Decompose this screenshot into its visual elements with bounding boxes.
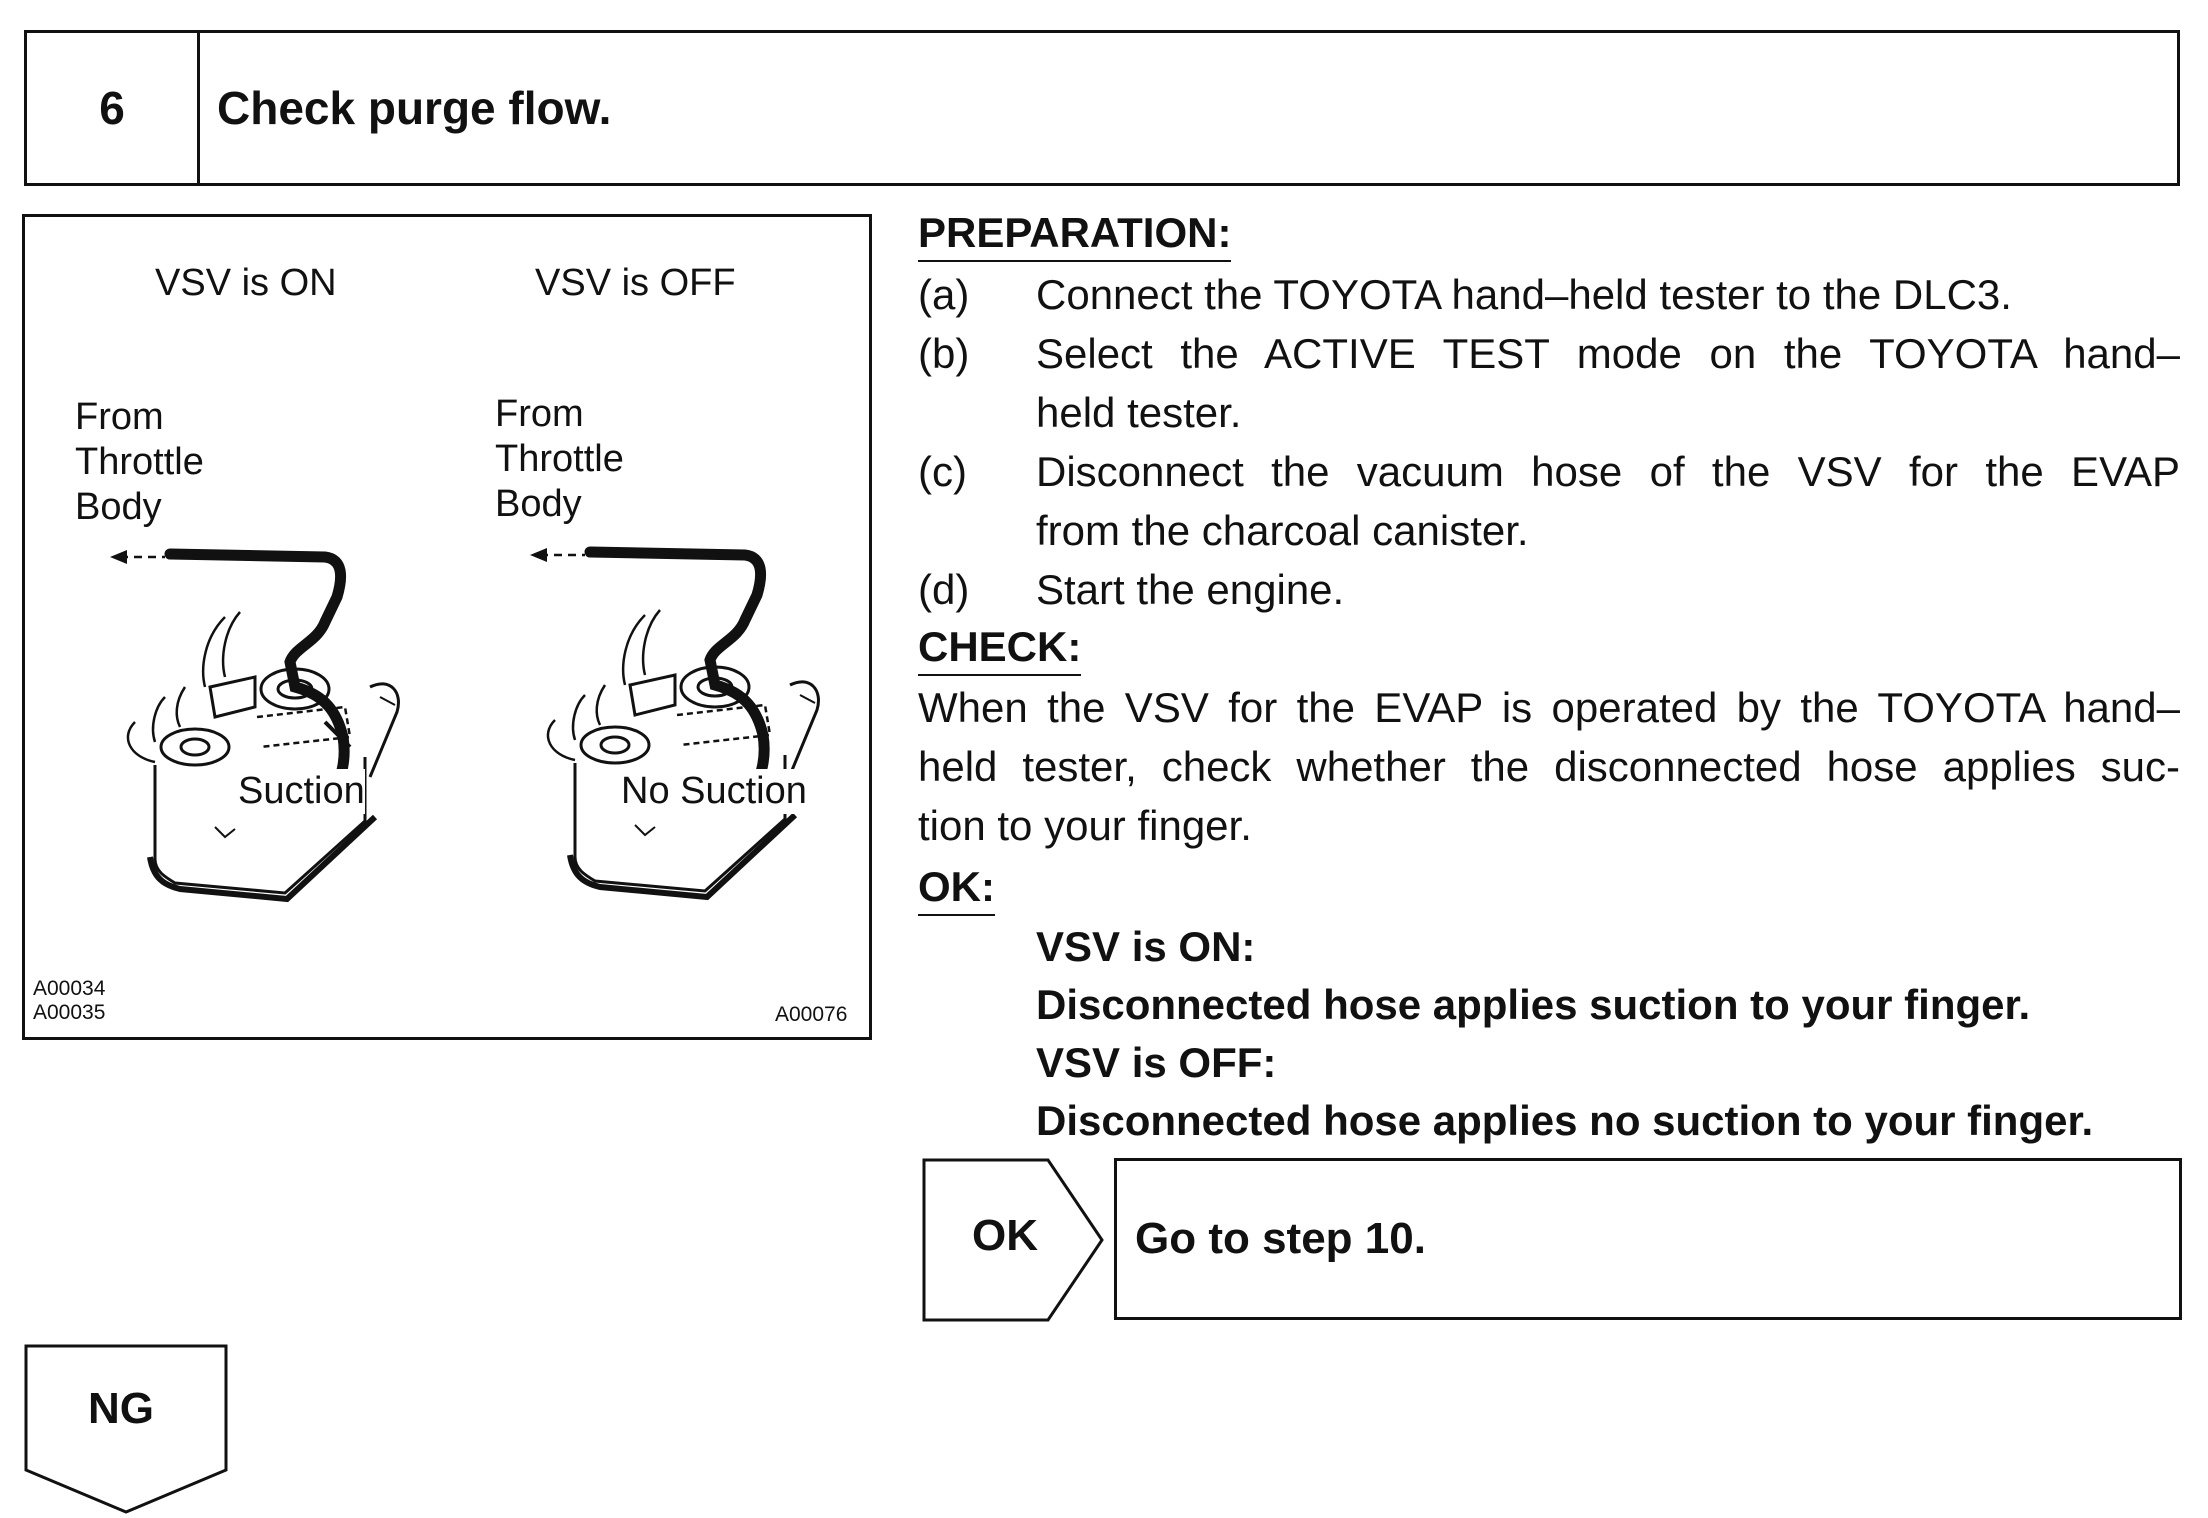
item-text: Start the engine. [1036,566,1345,613]
step-title: Check purge flow. [217,82,612,134]
check-paragraph: When the VSV for the EVAP is operated by… [918,684,2180,849]
ok-tab-label: OK [972,1211,1038,1260]
vsv-off-caption: VSV is OFF [535,262,736,304]
ok-arrow-tab [922,1158,1104,1322]
purge-flow-illustration: VSV is ON VSV is OFF From Throttle Body … [22,214,872,1040]
step-header: 6 Check purge flow. [24,30,2180,186]
check-heading: CHECK: [918,622,1082,676]
item-text-line-1: Disconnect the vacuum hose of the VSV fo… [1036,448,2180,495]
left-canister-assembly [110,548,400,903]
figure-code-a00035: A00035 [33,1001,106,1024]
item-text: Connect the TOYOTA hand–held tester to t… [1036,271,2012,318]
step-number: 6 [27,33,200,183]
item-text-line-2: held tester. [1036,389,1242,436]
left-source-label: From Throttle Body [75,396,204,528]
preparation-heading: PREPARATION: [918,208,1232,262]
item-text-line-1: Select the ACTIVE TEST mode on the TOYOT… [1036,330,2180,377]
vsv-off-result: Disconnected hose applies no suction to … [1036,1097,2094,1144]
figure-code-a00034: A00034 [33,977,106,1000]
item-text-line-2: from the charcoal canister. [1036,507,1529,554]
figure-code-a00076: A00076 [775,1003,848,1026]
go-to-step-box: Go to step 10. [1114,1158,2182,1320]
right-canister-assembly [530,546,820,901]
ng-tab-label: NG [88,1384,154,1433]
item-marker: (d) [918,566,970,613]
vsv-on-label: VSV is ON: [1036,923,1256,970]
item-marker: (a) [918,271,970,318]
vsv-off-label: VSV is OFF: [1036,1039,1277,1086]
ok-heading: OK: [918,862,995,916]
no-suction-label: No Suction [621,769,807,814]
vsv-on-caption: VSV is ON [155,262,337,304]
item-marker: (c) [918,448,967,495]
vsv-on-result: Disconnected hose applies suction to you… [1036,981,2031,1028]
suction-label: Suction [238,769,365,814]
ng-arrow-tab [24,1344,228,1514]
canister-drawing [110,546,820,903]
right-source-label: From Throttle Body [495,393,624,525]
item-marker: (b) [918,330,970,377]
